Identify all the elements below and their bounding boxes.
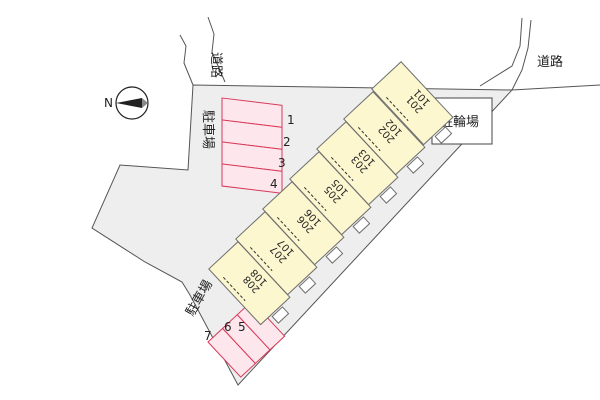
parking-space-label-6: 6 bbox=[224, 320, 232, 334]
parking-space-label-4: 4 bbox=[270, 177, 278, 191]
road-left bbox=[179, 16, 226, 86]
unit-206-106: 206 106 bbox=[262, 181, 345, 266]
unit-201-101: 201 101 bbox=[371, 61, 454, 146]
road-label-left: 道路 bbox=[208, 52, 224, 78]
parking-space-label-2: 2 bbox=[283, 135, 291, 149]
parking-space-label-7: 7 bbox=[204, 329, 212, 343]
road-label-right: 道路 bbox=[537, 54, 563, 70]
parking-north bbox=[221, 97, 283, 194]
unit-203-103: 203 103 bbox=[316, 121, 399, 206]
parking-space-label-3: 3 bbox=[278, 156, 286, 170]
north-arrow-icon bbox=[115, 86, 149, 120]
parking-north-label: 駐車場 bbox=[200, 110, 215, 149]
parking-space-4 bbox=[221, 163, 283, 194]
unit-207-107: 207 107 bbox=[235, 211, 318, 296]
parking-space-label-1: 1 bbox=[287, 113, 295, 127]
road-right bbox=[479, 17, 600, 91]
parking-space-label-5: 5 bbox=[238, 320, 246, 334]
compass-north-label: N bbox=[104, 96, 113, 110]
parking-south bbox=[207, 300, 286, 378]
building: 201 101 202 102 203 103 205 105 bbox=[208, 61, 454, 326]
unit-208-108: 208 108 bbox=[208, 241, 291, 326]
